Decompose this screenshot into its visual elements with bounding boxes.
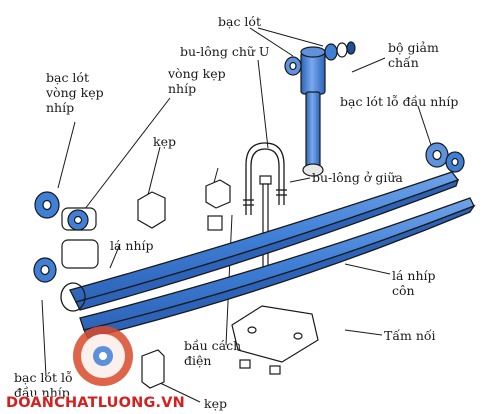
label-center-bolt: bu-lông ở giữa bbox=[312, 170, 403, 185]
watermark-text: DOANCHATLUONG.VN bbox=[6, 395, 186, 411]
clamps-top bbox=[137, 179, 231, 231]
top-bushings bbox=[284, 41, 356, 76]
shackle-assembly bbox=[33, 191, 99, 283]
label-clamp-bottom: kẹp bbox=[204, 396, 227, 411]
label-shackle: vòng kẹp nhíp bbox=[168, 66, 226, 96]
label-end-bushing: bạc lót lỗ đầu nhíp bbox=[14, 370, 73, 400]
label-eye-bushing: bạc lót lỗ đầu nhíp bbox=[340, 94, 459, 109]
label-bushing: bạc lót bbox=[218, 14, 261, 29]
label-u-bolt: bu-lông chữ U bbox=[180, 44, 270, 59]
shock-absorber bbox=[300, 46, 326, 177]
label-clamp-top: kẹp bbox=[153, 134, 176, 149]
label-insulator: bầu cách điện bbox=[184, 338, 242, 368]
label-taper-leaf: lá nhíp côn bbox=[392, 268, 436, 298]
u-bolt bbox=[243, 142, 287, 215]
clamp-bottom bbox=[141, 349, 165, 389]
label-plate: Tấm nối bbox=[384, 328, 436, 343]
right-eye-bushings bbox=[425, 142, 465, 173]
main-leaf-spring bbox=[60, 171, 460, 312]
label-shock-absorber: bộ giảm chấn bbox=[388, 40, 439, 70]
logo-gear-seal bbox=[73, 326, 133, 386]
bottom-plate bbox=[231, 305, 319, 375]
taper-leaf-spring bbox=[79, 197, 476, 339]
label-shackle-bushing: bạc lót vòng kẹp nhíp bbox=[46, 70, 104, 115]
center-bolt bbox=[259, 175, 272, 275]
label-leaf-spring: lá nhíp bbox=[110, 238, 154, 253]
